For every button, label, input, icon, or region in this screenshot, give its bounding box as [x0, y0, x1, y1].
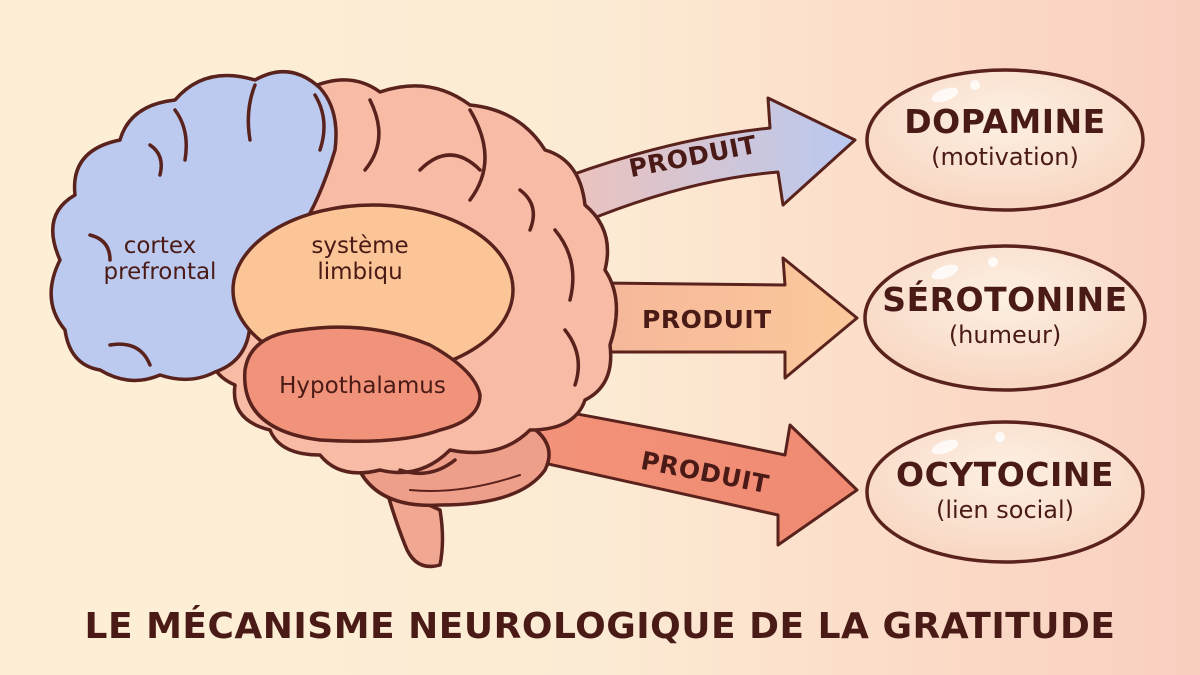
label-cortex-line1: cortex	[123, 233, 197, 259]
label-limbic-line2: limbiqu	[317, 258, 403, 285]
arrow-label-serotonin: PRODUIT	[642, 305, 772, 334]
diagram-title: LE MÉCANISME NEUROLOGIQUE DE LA GRATITUD…	[84, 606, 1116, 647]
hormone-name-oxytocin: OCYTOCINE	[896, 455, 1114, 494]
pill-dopamine: DOPAMINE (motivation)	[867, 102, 1143, 171]
arrow-dopamine	[543, 96, 857, 232]
arrow-serotonin	[598, 256, 859, 380]
label-limbic-line1: système	[311, 233, 409, 259]
label-hypothalamus: Hypothalamus	[250, 373, 475, 400]
hormone-effect-serotonin: (humeur)	[948, 321, 1062, 349]
label-cortex-line2: prefrontal	[103, 258, 217, 285]
hormone-name-dopamine: DOPAMINE	[904, 102, 1106, 141]
pill-serotonin-shape	[863, 244, 1147, 392]
pill-dopamine-shape	[865, 68, 1145, 212]
label-hypothalamus-text: Hypothalamus	[279, 373, 446, 399]
label-limbic-system: système limbiqu	[290, 233, 430, 286]
pill-oxytocin-shape	[865, 420, 1145, 564]
label-cortex-prefrontal: cortex prefrontal	[90, 233, 230, 286]
hormone-effect-dopamine: (motivation)	[931, 143, 1079, 171]
pill-oxytocin: OCYTOCINE (lien social)	[867, 455, 1143, 524]
hormone-effect-oxytocin: (lien social)	[935, 496, 1075, 524]
pill-serotonin: SÉROTONINE (humeur)	[865, 280, 1145, 349]
hypothalamus-region	[243, 325, 482, 443]
hormone-name-serotonin: SÉROTONINE	[882, 280, 1128, 319]
